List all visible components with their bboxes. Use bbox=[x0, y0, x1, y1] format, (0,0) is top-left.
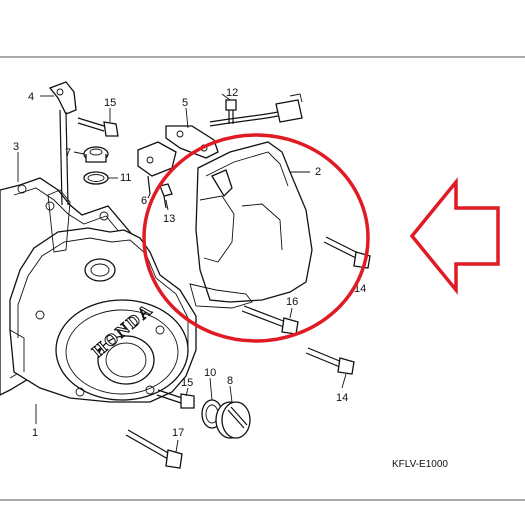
callout-14-lower: 14 bbox=[336, 392, 348, 404]
callout-5: 5 bbox=[182, 97, 188, 109]
wiring-connector bbox=[209, 93, 303, 127]
cap-part-8 bbox=[215, 401, 251, 439]
callout-15-upper: 15 bbox=[104, 97, 116, 109]
callout-12: 12 bbox=[226, 87, 238, 99]
bolt-part-15-upper bbox=[77, 117, 119, 137]
bolt-part-12 bbox=[225, 99, 237, 124]
highlight-arrow bbox=[409, 177, 500, 295]
bolt-part-13 bbox=[159, 183, 173, 209]
cap-part-7 bbox=[83, 146, 109, 163]
callout-11: 11 bbox=[120, 172, 131, 184]
callout-8: 8 bbox=[227, 375, 233, 387]
callout-1: 1 bbox=[32, 427, 38, 439]
bolt-part-14-lower bbox=[305, 347, 355, 375]
callout-13: 13 bbox=[163, 213, 175, 225]
bracket-part-6 bbox=[137, 141, 177, 195]
highlight-circle bbox=[142, 133, 370, 343]
callout-2: 2 bbox=[315, 166, 321, 178]
bolt-part-16 bbox=[241, 305, 299, 335]
clamp-part-4 bbox=[48, 81, 77, 206]
callout-6: 6 bbox=[141, 195, 147, 207]
callout-10: 10 bbox=[204, 367, 216, 379]
callout-15-lower: 15 bbox=[181, 377, 193, 389]
callout-4: 4 bbox=[28, 91, 34, 103]
callout-17: 17 bbox=[172, 427, 184, 439]
bolt-part-17 bbox=[125, 429, 183, 469]
callout-7: 7 bbox=[65, 147, 71, 159]
bolt-part-15-lower bbox=[156, 389, 195, 409]
callout-16: 16 bbox=[286, 296, 298, 308]
cover-part-2 bbox=[189, 141, 313, 309]
callout-3: 3 bbox=[13, 141, 19, 153]
drawing-code: KFLV-E1000 bbox=[392, 459, 448, 470]
